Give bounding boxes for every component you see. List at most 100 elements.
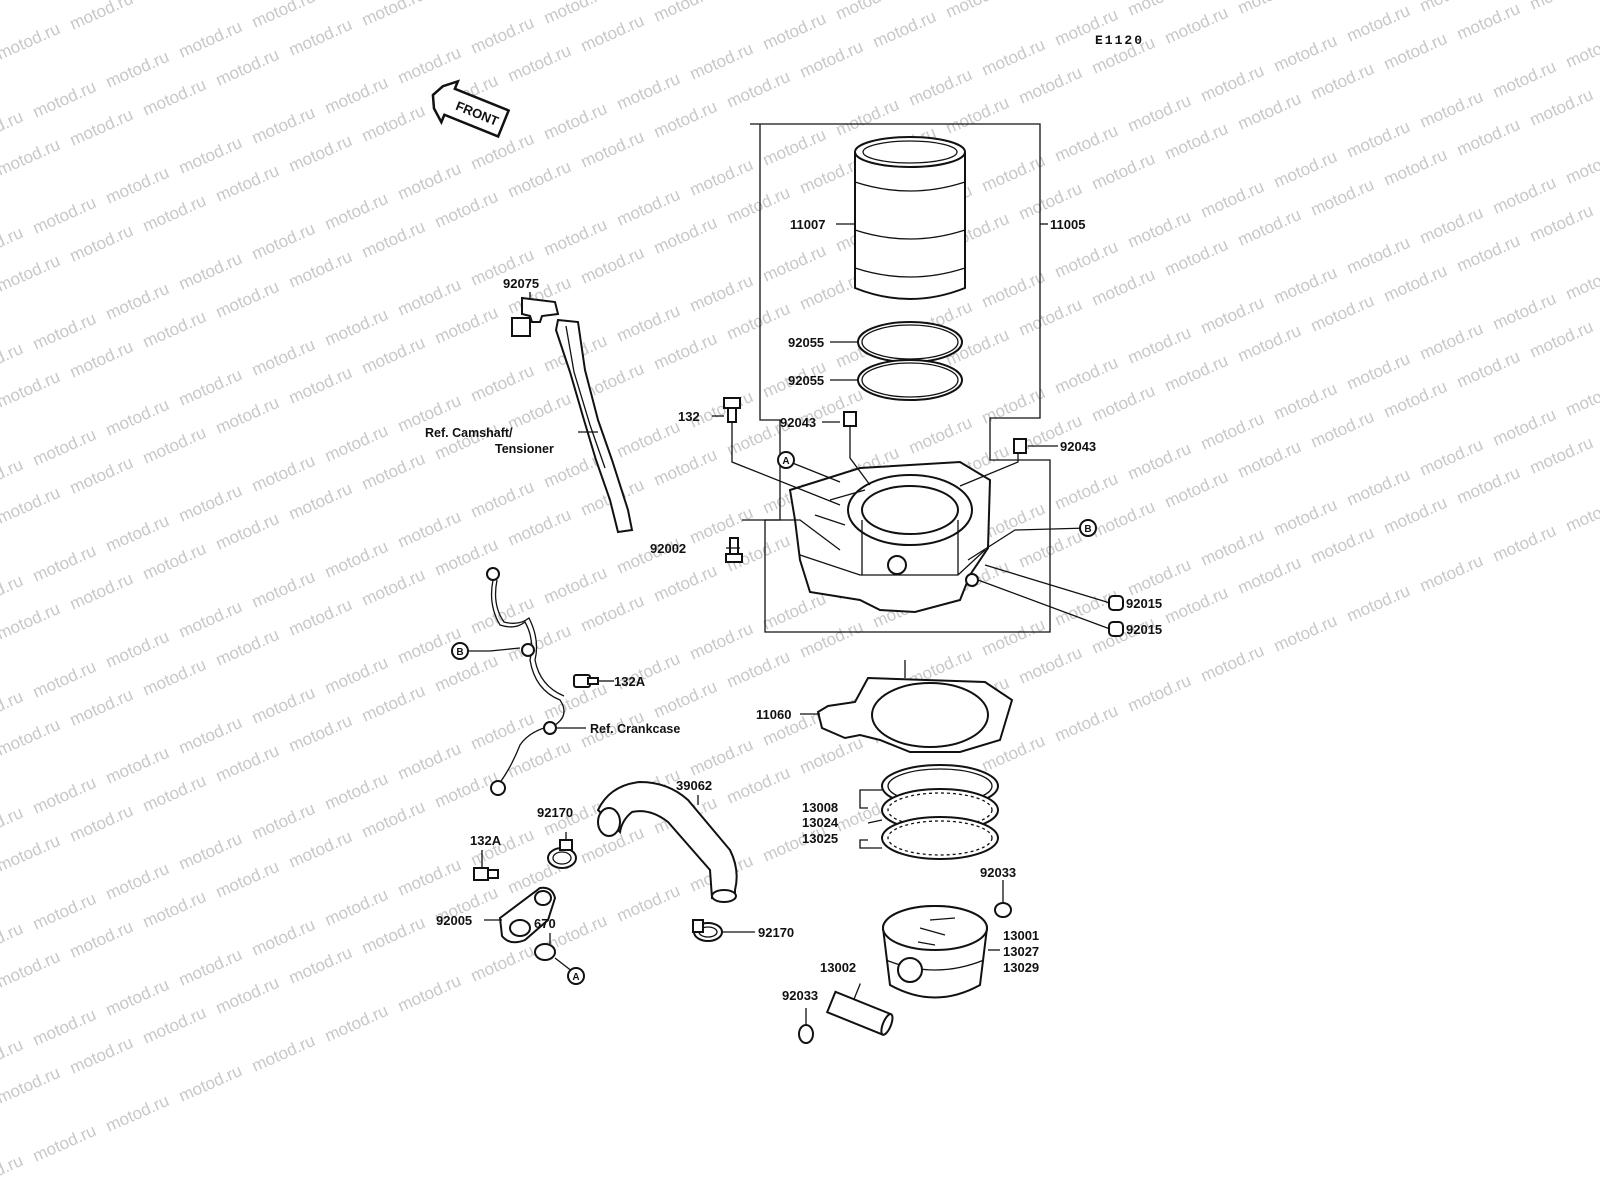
watermark-text: motod.ru	[1198, 61, 1267, 106]
watermark-text: motod.ru	[322, 305, 391, 350]
watermark-text: motod.ru	[1089, 497, 1158, 542]
watermark-text: motod.ru	[249, 219, 318, 264]
watermark-text: motod.ru	[103, 1091, 172, 1136]
watermark-text: motod.ru	[395, 275, 464, 320]
watermark-text: motod.ru	[505, 737, 574, 782]
watermark-text: motod.ru	[213, 625, 282, 670]
watermark-text: motod.ru	[1563, 375, 1600, 420]
watermark-text: motod.ru	[614, 301, 683, 346]
watermark-text: motod.ru	[140, 539, 209, 584]
watermark-text: motod.ru	[797, 37, 866, 82]
watermark-text: motod.ru	[724, 183, 793, 228]
watermark-text: motod.ru	[651, 445, 720, 490]
dowel-pin-2	[1013, 438, 1027, 454]
marker-a-upper: A	[777, 451, 795, 469]
base-bolt	[725, 537, 743, 563]
watermark-text: motod.ru	[1417, 551, 1486, 596]
watermark-text: motod.ru	[541, 215, 610, 260]
label-92015-1: 92015	[1126, 596, 1162, 611]
watermark-text: motod.ru	[140, 191, 209, 236]
watermark-text: motod.ru	[1563, 27, 1600, 72]
watermark-text: motod.ru	[0, 135, 63, 180]
watermark-text: motod.ru	[1490, 173, 1559, 218]
watermark-text: motod.ru	[651, 213, 720, 258]
watermark-text: motod.ru	[1454, 463, 1523, 508]
watermark-text: motod.ru	[1381, 145, 1450, 190]
watermark-text: motod.ru	[213, 161, 282, 206]
watermark-text: motod.ru	[140, 1003, 209, 1048]
label-13002: 13002	[820, 960, 856, 975]
watermark-text: motod.ru	[1235, 89, 1304, 134]
watermark-text: motod.ru	[468, 129, 537, 174]
watermark-text: motod.ru	[1563, 259, 1600, 304]
watermark-text: motod.ru	[906, 65, 975, 110]
watermark-text: motod.ru	[1381, 29, 1450, 74]
watermark-text: motod.ru	[505, 41, 574, 86]
watermark-text: motod.ru	[724, 299, 793, 344]
oil-pipe	[468, 567, 614, 796]
watermark-text: motod.ru	[1527, 85, 1596, 130]
watermark-text: motod.ru	[1344, 233, 1413, 278]
watermark-text: motod.ru	[614, 69, 683, 114]
watermark-text: motod.ru	[468, 477, 537, 522]
watermark-text: motod.ru	[1089, 149, 1158, 194]
watermark-text: motod.ru	[0, 947, 63, 992]
watermark-text: motod.ru	[1271, 147, 1340, 192]
watermark-text: motod.ru	[67, 453, 136, 498]
watermark-text: motod.ru	[505, 621, 574, 666]
watermark-text: motod.ru	[0, 0, 27, 6]
watermark-text: motod.ru	[1417, 435, 1486, 480]
label-92002: 92002	[650, 541, 686, 556]
watermark-text: motod.ru	[760, 241, 829, 286]
watermark-text: motod.ru	[979, 267, 1048, 312]
watermark-text: motod.ru	[322, 73, 391, 118]
label-92170-2: 92170	[758, 925, 794, 940]
watermark-text: motod.ru	[395, 855, 464, 900]
watermark-text: motod.ru	[0, 919, 26, 964]
watermark-text: motod.ru	[176, 249, 245, 294]
watermark-text: motod.ru	[176, 713, 245, 758]
watermark-text: motod.ru	[359, 333, 428, 378]
label-11005: 11005	[1050, 217, 1085, 232]
label-132a-2: 132A	[470, 833, 502, 848]
watermark-text: motod.ru	[505, 157, 574, 202]
watermark-text: motod.ru	[468, 361, 537, 406]
cylinder-sleeve	[854, 136, 966, 300]
watermark-text: motod.ru	[286, 943, 355, 988]
watermark-text: motod.ru	[359, 217, 428, 262]
watermark-text: motod.ru	[213, 45, 282, 90]
watermark-text: motod.ru	[286, 15, 355, 60]
watermark-text: motod.ru	[213, 973, 282, 1018]
watermark-text: motod.ru	[359, 101, 428, 146]
watermark-text: motod.ru	[1308, 59, 1377, 104]
watermark-text: motod.ru	[1563, 143, 1600, 188]
watermark-text: motod.ru	[979, 383, 1048, 428]
watermark-text: motod.ru	[687, 155, 756, 200]
watermark-text: motod.ru	[578, 127, 647, 172]
watermark-text: motod.ru	[651, 329, 720, 374]
watermark-text: motod.ru	[1271, 611, 1340, 656]
watermark-text: motod.ru	[687, 735, 756, 780]
watermark-text: motod.ru	[1052, 469, 1121, 514]
watermark-text: motod.ru	[140, 0, 209, 4]
label-132a-1: 132A	[614, 674, 646, 689]
label-92033-2: 92033	[782, 988, 818, 1003]
watermark-text: motod.ru	[1417, 319, 1486, 364]
watermark-text: motod.ru	[432, 651, 501, 696]
watermark-text: motod.ru	[468, 941, 537, 986]
watermark-text: motod.ru	[505, 505, 574, 550]
watermark-text: motod.ru	[395, 507, 464, 552]
watermark-text: motod.ru	[541, 99, 610, 144]
watermark-text: motod.ru	[1308, 291, 1377, 336]
watermark-text: motod.ru	[1052, 237, 1121, 282]
watermark-text: motod.ru	[0, 571, 26, 616]
watermark-text: motod.ru	[468, 593, 537, 638]
watermark-text: motod.ru	[213, 277, 282, 322]
watermark-text: motod.ru	[1381, 493, 1450, 538]
chain-guide	[511, 292, 634, 534]
watermark-text: motod.ru	[1308, 523, 1377, 568]
watermark-text: motod.ru	[979, 151, 1048, 196]
label-11060: 11060	[756, 707, 791, 722]
diagram-code: E1120	[1095, 33, 1144, 48]
watermark-text: motod.ru	[870, 7, 939, 52]
